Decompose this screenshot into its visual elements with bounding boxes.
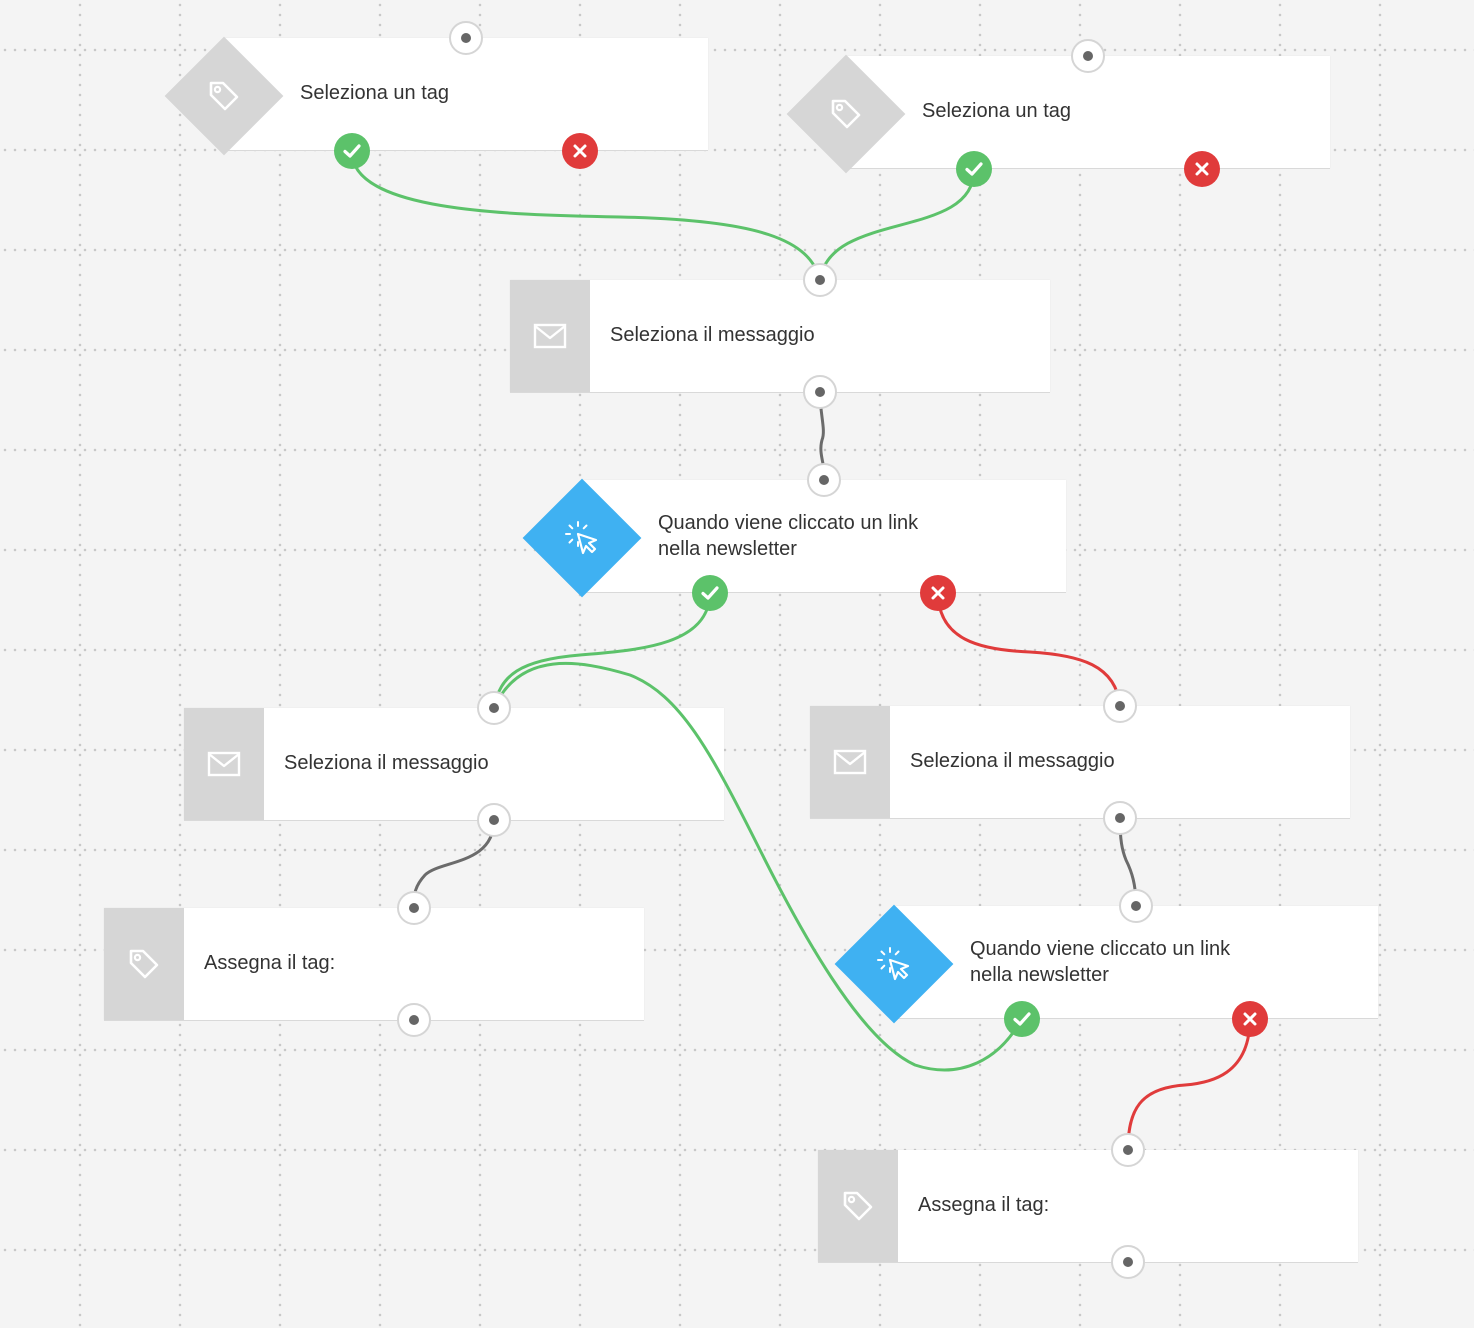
node-label: Assegna il tag: <box>918 1194 1050 1216</box>
close-icon <box>1243 1012 1257 1026</box>
cursor-click-icon <box>565 521 598 555</box>
tag-condition-diamond <box>164 36 284 156</box>
yes-outcome-badge[interactable] <box>692 575 728 611</box>
yes-outcome-badge[interactable] <box>1004 1001 1040 1037</box>
check-icon <box>343 144 361 158</box>
no-outcome-badge[interactable] <box>920 575 956 611</box>
input-port[interactable] <box>449 21 483 55</box>
input-port[interactable] <box>1111 1133 1145 1167</box>
output-port[interactable] <box>397 1003 431 1037</box>
output-port[interactable] <box>803 375 837 409</box>
input-port[interactable] <box>807 463 841 497</box>
message-icon-panel <box>184 708 264 820</box>
close-icon <box>931 586 945 600</box>
assign-tag-node[interactable]: Assegna il tag: <box>818 1150 1358 1262</box>
input-port[interactable] <box>1071 39 1105 73</box>
envelope-icon <box>207 751 241 777</box>
node-label: Seleziona un tag <box>922 100 1072 122</box>
input-port[interactable] <box>1119 889 1153 923</box>
input-port[interactable] <box>1103 689 1137 723</box>
envelope-icon <box>533 323 567 349</box>
node-label-line-2: nella newsletter <box>970 964 1109 986</box>
tag-condition-node[interactable]: Seleziona un tag <box>224 38 708 150</box>
envelope-icon <box>833 749 867 775</box>
node-label-line-1: Quando viene cliccato un link <box>658 512 919 534</box>
tag-icon <box>831 99 861 129</box>
output-port[interactable] <box>477 803 511 837</box>
tag-condition-node[interactable]: Seleziona un tag <box>846 56 1330 168</box>
yes-outcome-badge[interactable] <box>956 151 992 187</box>
node-label: Seleziona un tag <box>300 82 450 104</box>
yes-outcome-badge[interactable] <box>334 133 370 169</box>
check-icon <box>965 162 983 176</box>
assign-tag-icon-panel <box>104 908 184 1020</box>
node-label: Seleziona il messaggio <box>610 324 815 346</box>
no-outcome-badge[interactable] <box>562 133 598 169</box>
message-icon-panel <box>510 280 590 392</box>
close-icon <box>1195 162 1209 176</box>
check-icon <box>701 586 719 600</box>
input-port[interactable] <box>477 691 511 725</box>
cursor-click-icon <box>877 947 910 981</box>
no-outcome-badge[interactable] <box>1184 151 1220 187</box>
node-label-line-2: nella newsletter <box>658 538 797 560</box>
message-node[interactable]: Seleziona il messaggio <box>510 280 1050 392</box>
node-label: Seleziona il messaggio <box>910 750 1115 772</box>
message-icon-panel <box>810 706 890 818</box>
input-port[interactable] <box>803 263 837 297</box>
close-icon <box>573 144 587 158</box>
no-outcome-badge[interactable] <box>1232 1001 1268 1037</box>
link-click-condition-node[interactable]: Quando viene cliccato un link nella news… <box>582 480 1066 592</box>
input-port[interactable] <box>397 891 431 925</box>
assign-tag-icon-panel <box>818 1150 898 1262</box>
assign-tag-node[interactable]: Assegna il tag: <box>104 908 644 1020</box>
message-node[interactable]: Seleziona il messaggio <box>810 706 1350 818</box>
check-icon <box>1013 1012 1031 1026</box>
node-label: Seleziona il messaggio <box>284 752 489 774</box>
link-click-condition-diamond <box>522 478 642 598</box>
output-port[interactable] <box>1111 1245 1145 1279</box>
output-port[interactable] <box>1103 801 1137 835</box>
tag-icon <box>209 81 239 111</box>
node-label-line-1: Quando viene cliccato un link <box>970 938 1231 960</box>
tag-condition-diamond <box>786 54 906 174</box>
node-label: Assegna il tag: <box>204 952 336 974</box>
tag-icon <box>843 1191 873 1221</box>
tag-icon <box>129 949 159 979</box>
message-node[interactable]: Seleziona il messaggio <box>184 708 724 820</box>
